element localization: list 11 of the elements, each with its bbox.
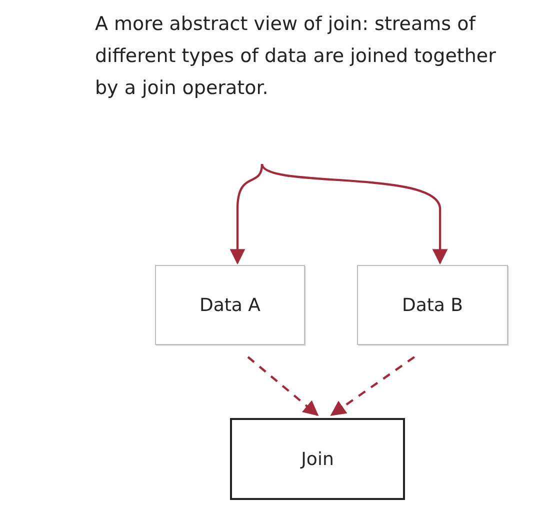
operator-box <box>230 418 405 500</box>
data-box <box>155 265 305 345</box>
box-label: Data A <box>199 294 260 316</box>
dashed-arrow <box>247 356 319 416</box>
box-label: Data B <box>402 294 464 316</box>
leader-arrow <box>261 163 448 265</box>
data-box <box>357 265 508 345</box>
box-label: Join <box>301 448 334 470</box>
dashed-arrow <box>330 356 416 416</box>
leader-arrow <box>230 164 264 265</box>
annotation-text: A more abstract view of join: streams of different types of data are joined together by a join operator. <box>95 8 505 158</box>
